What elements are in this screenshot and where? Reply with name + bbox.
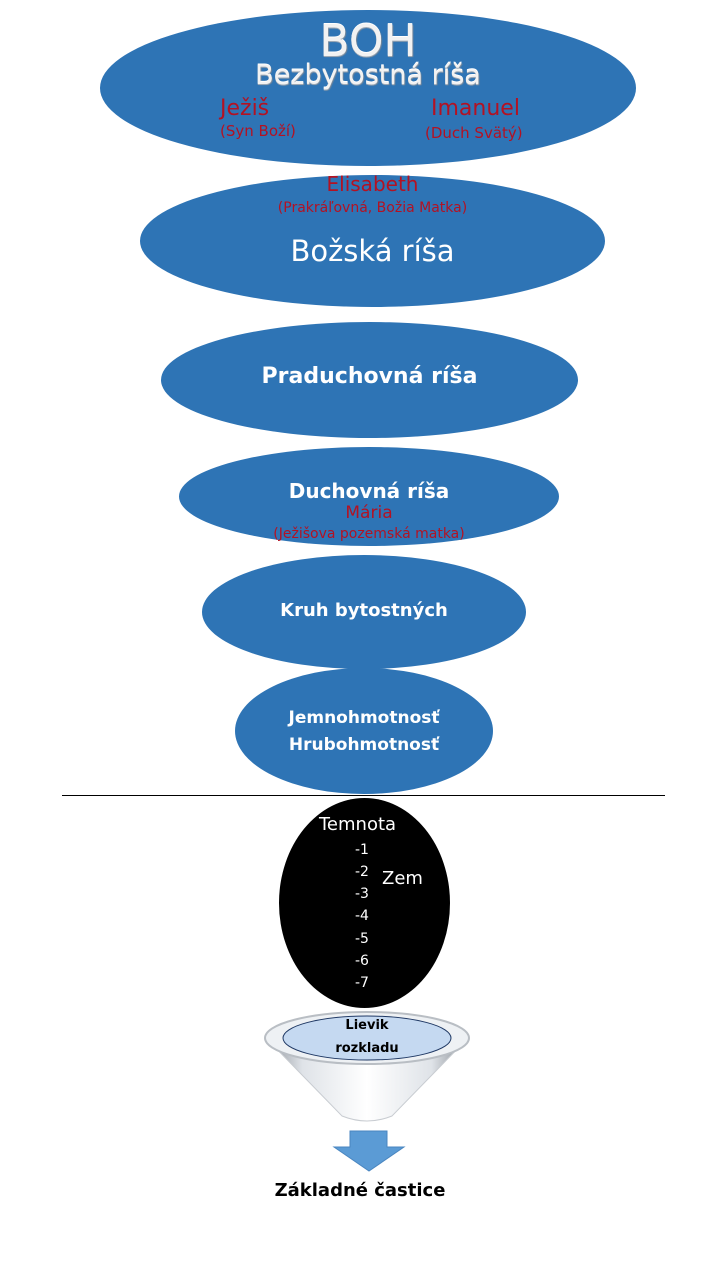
realm-bozska: Elisabeth (Prakráľovná, Božia Matka) Bož… <box>140 172 605 307</box>
realm-line-jemnohmotnost: Jemnohmotnosť <box>288 708 440 728</box>
realm-title: Kruh bytostných <box>280 600 448 621</box>
darkness-level: -1 <box>355 842 369 858</box>
decomposition-funnel: Lievik rozkladu <box>262 1008 472 1128</box>
earth-label: Zem <box>382 868 423 889</box>
funnel-label-line2: rozkladu <box>335 1041 399 1056</box>
darkness-level: -7 <box>355 975 369 991</box>
realm-title: Bezbytostná ríša <box>255 60 481 91</box>
god-title: BOH <box>319 16 417 67</box>
darkness-title: Temnota <box>319 814 397 835</box>
figure-elisabeth-name: Elisabeth <box>326 172 419 196</box>
realm-line-hrubohmotnost: Hrubohmotnosť <box>288 735 440 755</box>
realm-kruh-bytostnych: Kruh bytostných <box>202 555 526 669</box>
realm-title: Božská ríša <box>290 234 455 268</box>
darkness-level: -5 <box>355 931 369 947</box>
funnel-icon <box>264 1011 470 1122</box>
figure-imanuel-role: (Duch Svätý) <box>425 124 523 142</box>
figure-imanuel-name: Imanuel <box>431 96 520 121</box>
figure-maria-name: Mária <box>345 503 393 523</box>
darkness-level: -6 <box>355 953 369 969</box>
realm-title: Praduchovná ríša <box>261 364 478 389</box>
realm-hmotnost: Jemnohmotnosť Hrubohmotnosť <box>235 668 493 794</box>
darkness-ellipse: Temnota Zem -1 -2 -3 -4 -5 -6 -7 <box>279 798 450 1008</box>
darkness-level: -2 <box>355 864 369 880</box>
darkness-level: -3 <box>355 886 369 902</box>
output-label: Základné častice <box>274 1180 446 1201</box>
funnel-label-line1: Lievik <box>345 1018 389 1033</box>
figure-jesus-role: (Syn Boží) <box>220 122 296 140</box>
realm-duchovna: Duchovná ríša Mária (Ježišova pozemská m… <box>179 447 559 546</box>
figure-maria-role: (Ježišova pozemská matka) <box>273 526 465 542</box>
figure-elisabeth-role: (Prakráľovná, Božia Matka) <box>277 200 468 216</box>
figure-jesus-name: Ježiš <box>220 96 270 121</box>
darkness-level: -4 <box>355 908 369 924</box>
realm-praduchovna: Praduchovná ríša <box>161 322 578 438</box>
down-arrow-icon <box>330 1128 408 1174</box>
realm-title: Duchovná ríša <box>288 479 450 503</box>
boundary-line <box>62 795 665 796</box>
realm-bezbytostna: BOH Bezbytostná ríša Ježiš (Syn Boží) Im… <box>100 10 636 166</box>
